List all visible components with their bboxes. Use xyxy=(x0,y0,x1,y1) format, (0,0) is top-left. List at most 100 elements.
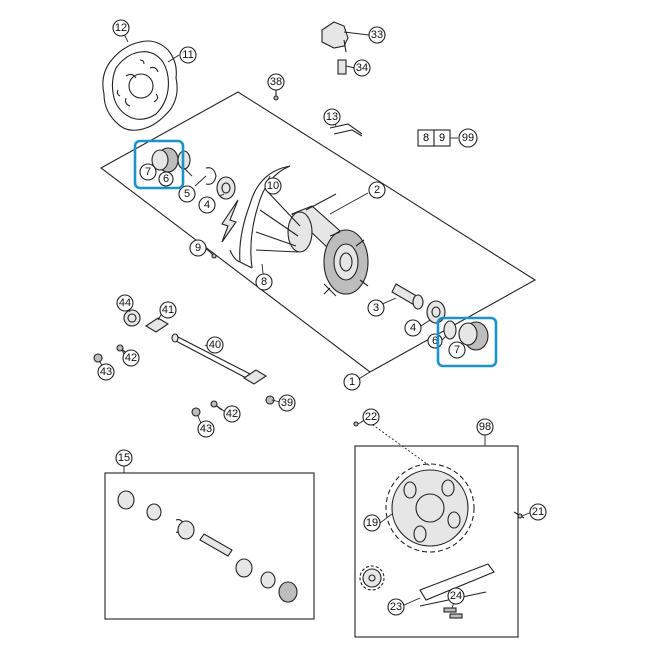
svg-text:21: 21 xyxy=(532,506,544,518)
svg-text:4: 4 xyxy=(204,199,210,211)
svg-text:12: 12 xyxy=(115,22,127,34)
svg-text:15: 15 xyxy=(118,452,130,464)
wheel-rim xyxy=(229,165,291,269)
adjuster-bolt-42b xyxy=(210,400,223,411)
front-sprocket xyxy=(359,565,385,591)
sprocket-bolt-22 xyxy=(353,421,359,427)
callout-3: 3 xyxy=(367,299,385,317)
spoke-13 xyxy=(329,123,363,137)
svg-text:39: 39 xyxy=(281,397,293,409)
svg-text:1: 1 xyxy=(349,376,355,388)
svg-text:7: 7 xyxy=(454,344,460,356)
svg-text:40: 40 xyxy=(209,339,221,351)
sprocket-19 xyxy=(385,463,475,553)
hub-parts-set xyxy=(117,490,298,603)
svg-text:8: 8 xyxy=(261,276,267,288)
rotation-arrow xyxy=(221,199,239,243)
svg-text:19: 19 xyxy=(366,517,378,529)
svg-text:34: 34 xyxy=(356,62,368,74)
sprocket-bolt-21 xyxy=(513,511,525,519)
wheel-assembly-frame xyxy=(99,91,537,373)
callout-34: 34 xyxy=(353,59,371,77)
callout-4-left: 4 xyxy=(198,196,216,214)
callout-7-left: 7 xyxy=(139,163,157,181)
valve-cap-part xyxy=(321,21,349,53)
svg-text:38: 38 xyxy=(270,76,282,88)
callout-40: 40 xyxy=(206,336,224,354)
svg-text:9: 9 xyxy=(439,132,445,144)
svg-text:13: 13 xyxy=(326,111,338,123)
svg-text:2: 2 xyxy=(374,184,380,196)
svg-text:99: 99 xyxy=(462,132,474,144)
callout-22: 22 xyxy=(362,408,380,426)
callout-43-a: 43 xyxy=(97,363,115,381)
callout-23: 23 xyxy=(387,598,405,616)
left-spacer-7 xyxy=(151,147,179,173)
callout-98: 98 xyxy=(476,418,494,436)
svg-text:42: 42 xyxy=(226,408,238,420)
sprocket-box xyxy=(354,445,519,638)
callout-5-left: 5 xyxy=(178,185,196,203)
callout-42-a: 42 xyxy=(122,349,140,367)
svg-text:22: 22 xyxy=(365,411,377,423)
svg-text:33: 33 xyxy=(371,29,383,41)
hub-parts-box xyxy=(104,472,315,620)
svg-text:4: 4 xyxy=(410,322,416,334)
valve-nut-part xyxy=(337,59,347,75)
callout-24: 24 xyxy=(447,587,465,605)
highlight-right-spacer xyxy=(436,316,498,368)
callout-13: 13 xyxy=(323,108,341,126)
svg-text:7: 7 xyxy=(145,166,151,178)
callout-10: 10 xyxy=(264,177,282,195)
callout-6-left: 6 xyxy=(158,171,174,187)
callout-9: 9 xyxy=(189,239,207,257)
callout-2: 2 xyxy=(368,181,386,199)
svg-text:8: 8 xyxy=(423,132,429,144)
svg-text:6: 6 xyxy=(432,335,438,347)
highlight-left-spacer xyxy=(133,139,185,190)
callout-42-b: 42 xyxy=(223,405,241,423)
svg-text:23: 23 xyxy=(390,601,402,613)
svg-text:5: 5 xyxy=(184,188,190,200)
callout-11: 11 xyxy=(179,46,197,64)
chain-adjuster-41 xyxy=(144,317,170,333)
svg-text:11: 11 xyxy=(182,49,193,61)
svg-text:9: 9 xyxy=(195,242,201,254)
axle-40 xyxy=(171,333,255,381)
callout-7-right: 7 xyxy=(448,341,466,359)
svg-text:42: 42 xyxy=(125,352,137,364)
nut-43a xyxy=(93,353,103,363)
master-link-24 xyxy=(443,607,463,619)
svg-text:98: 98 xyxy=(479,421,491,433)
svg-text:3: 3 xyxy=(373,302,379,314)
callout-6-right: 6 xyxy=(427,333,443,349)
callout-44: 44 xyxy=(116,294,134,312)
svg-text:43: 43 xyxy=(200,423,212,435)
axle-nut-left-44 xyxy=(123,309,141,327)
callout-19: 19 xyxy=(363,514,381,532)
callout-39: 39 xyxy=(278,394,296,412)
svg-text:44: 44 xyxy=(119,297,131,309)
kit-label: 8 9 99 xyxy=(417,128,478,148)
svg-text:24: 24 xyxy=(450,590,462,602)
callout-38: 38 xyxy=(267,73,285,91)
svg-text:10: 10 xyxy=(267,180,279,192)
callout-41: 41 xyxy=(159,301,177,319)
callout-33: 33 xyxy=(368,26,386,44)
callout-15: 15 xyxy=(115,449,133,467)
brake-disc xyxy=(102,40,178,131)
screw-9 xyxy=(209,251,217,259)
callout-43-b: 43 xyxy=(197,420,215,438)
callout-12: 12 xyxy=(112,19,130,37)
right-spacer-7 xyxy=(458,321,489,351)
axle-nut-39 xyxy=(265,395,275,405)
spacer-tube-3 xyxy=(391,283,424,310)
svg-text:41: 41 xyxy=(162,304,174,316)
callout-4-right: 4 xyxy=(404,319,422,337)
nut-43b xyxy=(191,407,201,417)
spokes xyxy=(255,189,301,253)
wheel-hub xyxy=(287,193,369,297)
adjuster-bolt-42a xyxy=(116,344,129,355)
